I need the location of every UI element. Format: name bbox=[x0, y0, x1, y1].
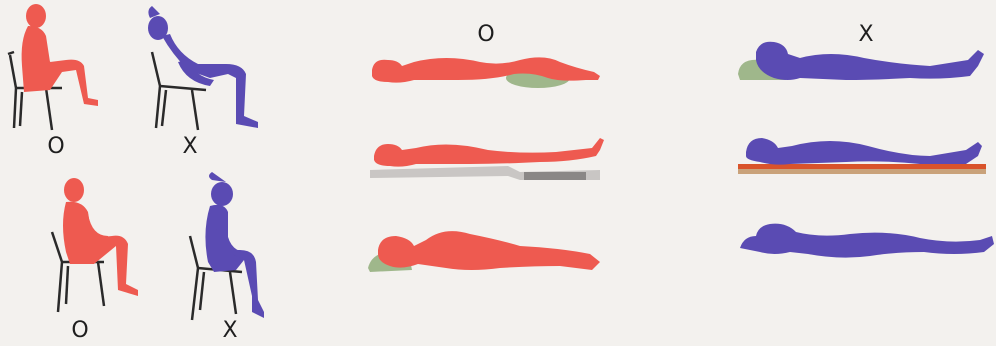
sitting-figure-correct-top bbox=[8, 4, 98, 130]
supine-soft-mattress-figure bbox=[738, 138, 986, 174]
mark-sit-back-correct: O bbox=[47, 136, 64, 158]
lying-figures-incorrect bbox=[738, 42, 994, 258]
supine-firm-mattress-figure bbox=[370, 138, 604, 180]
soft-mattress-icon bbox=[738, 164, 986, 169]
lying-figures-correct bbox=[368, 57, 604, 272]
mattress-support-icon bbox=[524, 172, 586, 180]
supine-knee-pillow-figure bbox=[372, 57, 600, 88]
sitting-figure-incorrect-bottom bbox=[190, 172, 264, 320]
mark-sit-edge-correct: O bbox=[71, 320, 88, 342]
mark-lying-incorrect: X bbox=[858, 24, 873, 46]
side-lying-pillow-figure bbox=[368, 231, 600, 272]
mark-sit-edge-incorrect: X bbox=[222, 320, 237, 342]
mark-sit-back-incorrect: X bbox=[182, 136, 197, 158]
mark-lying-correct: O bbox=[477, 24, 494, 46]
supine-tall-pillow-figure bbox=[738, 42, 984, 80]
sitting-figure-incorrect-top bbox=[148, 6, 258, 130]
prone-figure bbox=[740, 224, 994, 258]
sitting-figure-correct-bottom bbox=[52, 178, 138, 312]
